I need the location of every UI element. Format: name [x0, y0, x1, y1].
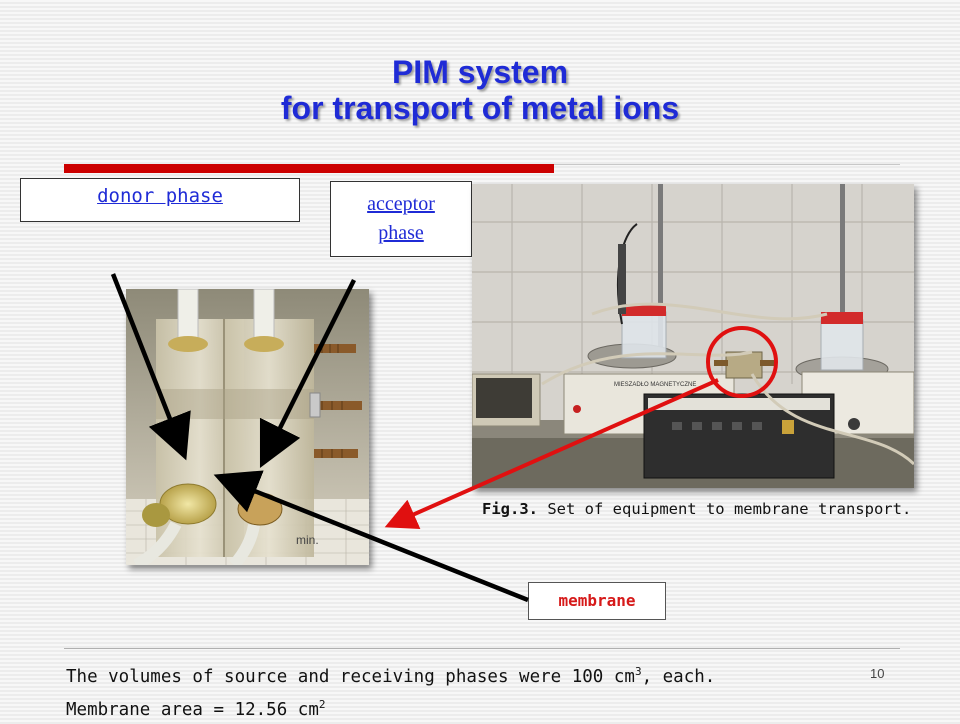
slide-title-line-1: PIM system [391, 54, 569, 90]
footnote-line-2-text: Membrane area = 12.56 cm [66, 699, 319, 720]
donor-phase-label: donor phase [97, 185, 223, 207]
membrane-label: membrane [558, 591, 636, 610]
title-divider-rule [554, 164, 900, 165]
equipment-setup-photo: MIESZADŁO MAGNETYCZNE [472, 184, 914, 488]
footnote-line-1-superscript: 3 [634, 665, 642, 678]
membrane-cell-illustration: min. [126, 289, 369, 565]
page-number: 10 [870, 666, 885, 681]
equipment-setup-illustration: MIESZADŁO MAGNETYCZNE [472, 184, 914, 488]
footnote-line-1-suffix: , each. [641, 666, 716, 687]
footnote-line-2: Membrane area = 12.56 cm2 [66, 691, 886, 724]
footnote-text: The volumes of source and receiving phas… [66, 658, 886, 724]
acceptor-phase-label-line-1: acceptor [367, 193, 435, 215]
donor-phase-label-box: donor phase [20, 178, 300, 222]
footer-divider-rule [64, 648, 900, 649]
slide-title-line-2: for transport of metal ions [280, 90, 680, 126]
footnote-line-2-superscript: 2 [318, 697, 326, 711]
footnote-line-1: The volumes of source and receiving phas… [66, 658, 886, 691]
figure-caption: Fig.3. Set of equipment to membrane tran… [482, 497, 932, 521]
figure-caption-text: Set of equipment to membrane transport. [538, 500, 912, 518]
stirrer-label-text: MIESZADŁO MAGNETYCZNE [614, 382, 696, 388]
footnote-line-1-text: The volumes of source and receiving phas… [66, 666, 635, 687]
figure-caption-prefix: Fig.3. [482, 500, 538, 518]
title-accent-rule [64, 164, 554, 173]
acceptor-phase-label-line-2: phase [378, 222, 424, 244]
acceptor-phase-label-box: acceptor phase [330, 181, 472, 257]
membrane-cell-photo: min. [126, 289, 369, 565]
membrane-label-box: membrane [528, 582, 666, 620]
svg-text:min.: min. [296, 533, 319, 547]
slide-title: PIM system for transport of metal ions [0, 54, 960, 126]
